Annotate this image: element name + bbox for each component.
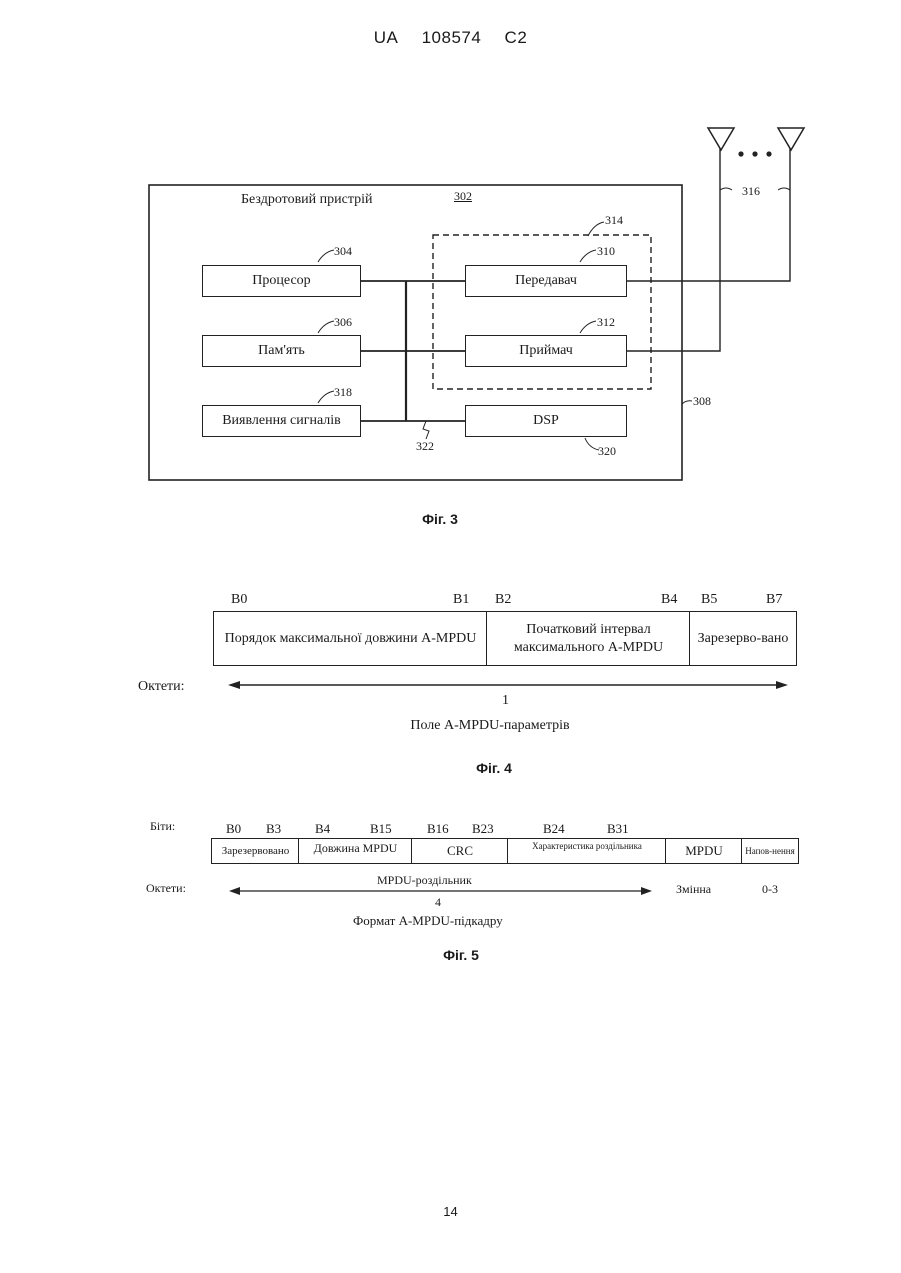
fig5-padding-octets: 0-3 [762, 882, 778, 897]
fig5-delimiter-octets: 4 [435, 895, 441, 910]
page-number: 14 [0, 1204, 901, 1219]
fig5-variable-label: Змінна [676, 882, 711, 897]
fig5-caption: Фіг. 5 [401, 947, 521, 963]
fig5-title: Формат A-MPDU-підкадру [353, 913, 503, 929]
